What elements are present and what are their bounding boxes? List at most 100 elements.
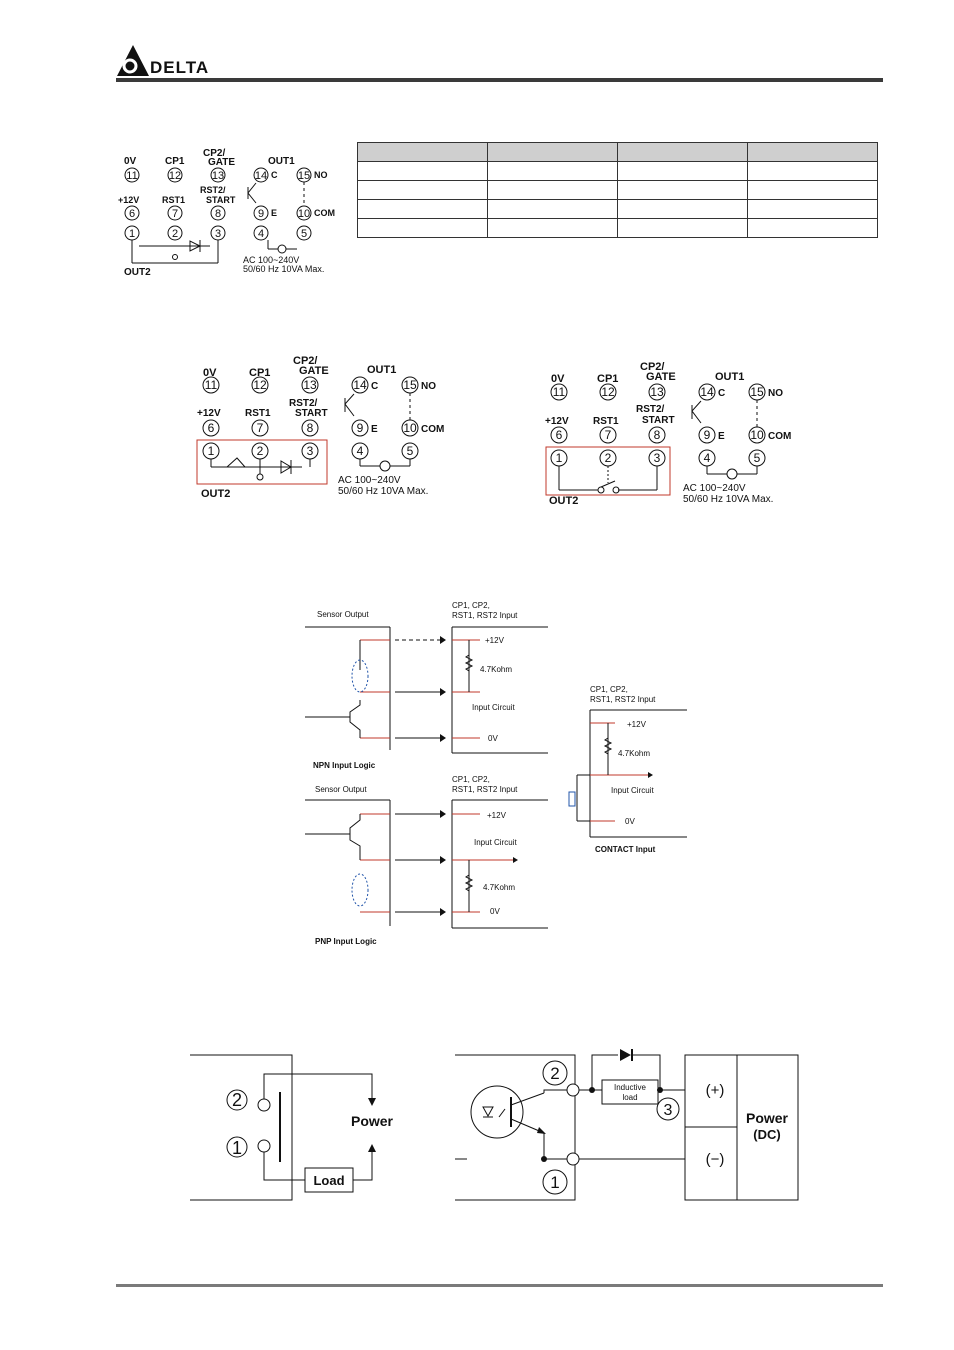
- ac-line-2: 50/60 Hz 10VA Max.: [683, 494, 773, 505]
- label-e: E: [271, 208, 277, 218]
- label-cp2: CP2/: [293, 355, 317, 367]
- label-12v: +12V: [197, 408, 221, 419]
- label-no: NO: [314, 170, 328, 180]
- term-11: 11: [126, 170, 137, 182]
- label-12v: +12V: [545, 416, 569, 427]
- relay-terminal-2-label: 2: [232, 1090, 242, 1110]
- term-4: 4: [704, 451, 711, 465]
- term-6: 6: [208, 421, 215, 435]
- label-e: E: [718, 431, 725, 442]
- label-e: E: [371, 424, 378, 435]
- term-8: 8: [654, 428, 661, 442]
- label-start: START: [295, 408, 328, 419]
- term-14: 14: [353, 378, 367, 392]
- ac-line-1: AC 100~240V: [683, 483, 746, 494]
- power-dc-line-2: (DC): [753, 1127, 780, 1142]
- table-row: [357, 218, 878, 238]
- label-cp2: CP2/: [203, 148, 225, 159]
- table-row: [357, 199, 878, 219]
- label-12v: +12V: [118, 195, 139, 205]
- label-c: C: [271, 170, 278, 180]
- npn-input-circuit-label: Input Circuit: [472, 703, 515, 712]
- label-out2: OUT2: [124, 267, 151, 278]
- label-rst2: RST2/: [200, 185, 226, 195]
- label-cp1: CP1: [165, 156, 185, 167]
- load-label: Load: [313, 1173, 344, 1188]
- npn-12v-label: +12V: [485, 636, 505, 645]
- label-start: START: [206, 195, 236, 205]
- contact-cp-line-2: RST1, RST2 Input: [590, 695, 656, 704]
- term-15: 15: [750, 385, 764, 399]
- delta-logo-icon: [117, 45, 149, 76]
- term-7: 7: [605, 428, 612, 442]
- term-13: 13: [303, 378, 317, 392]
- ac-line-2: 50/60 Hz 10VA Max.: [338, 486, 428, 497]
- term-6: 6: [556, 428, 563, 442]
- terminal-diagram-small: 0V CP1 CP2/ GATE OUT1 11 12 13 14 15 C N…: [118, 148, 335, 278]
- label-rst2: RST2/: [636, 404, 665, 415]
- label-out2: OUT2: [201, 488, 230, 500]
- label-rst2: RST2/: [289, 398, 318, 409]
- term-15: 15: [403, 378, 417, 392]
- dc-plus-label: (+): [706, 1082, 725, 1099]
- table-header-row: [357, 142, 878, 162]
- term-11: 11: [553, 385, 566, 399]
- term-9: 9: [704, 428, 711, 442]
- label-cp2: CP2/: [640, 361, 664, 373]
- term-7: 7: [172, 208, 178, 220]
- dc-terminal-1-label: 1: [550, 1173, 559, 1192]
- term-2: 2: [257, 444, 264, 458]
- label-gate: GATE: [646, 371, 676, 383]
- npn-cp-line-1: CP1, CP2,: [452, 601, 490, 610]
- label-rst1: RST1: [162, 195, 185, 205]
- term-10: 10: [750, 428, 764, 442]
- dc-terminal-2-label: 2: [550, 1064, 559, 1083]
- header-rule: [116, 78, 883, 82]
- ac-line-1: AC 100~240V: [243, 255, 299, 265]
- term-8: 8: [307, 421, 314, 435]
- term-6: 6: [129, 208, 135, 220]
- label-cp1: CP1: [249, 367, 270, 379]
- label-no: NO: [768, 388, 783, 399]
- pnp-logic-label: PNP Input Logic: [315, 937, 377, 946]
- terminal-diagram-relay: 0V CP1 CP2/ GATE OUT1 11 12 13 14 15 C N…: [545, 361, 791, 507]
- power-dc-line-1: Power: [746, 1110, 789, 1126]
- input-logic-diagram: Sensor Output CP1, CP2, RST1, RST2 Input…: [305, 601, 687, 946]
- table-row: [357, 161, 878, 181]
- contact-input-circuit-label: Input Circuit: [611, 786, 654, 795]
- term-2: 2: [605, 451, 612, 465]
- term-10: 10: [403, 421, 417, 435]
- npn-0v-label: 0V: [488, 734, 498, 743]
- term-12: 12: [253, 378, 267, 392]
- pnp-12v-label: +12V: [487, 811, 507, 820]
- label-gate: GATE: [299, 365, 329, 377]
- term-9: 9: [357, 421, 364, 435]
- term-4: 4: [357, 444, 364, 458]
- term-13: 13: [650, 385, 664, 399]
- ac-line-1: AC 100~240V: [338, 475, 401, 486]
- label-0v: 0V: [124, 156, 137, 167]
- label-rst1: RST1: [245, 408, 271, 419]
- term-5: 5: [301, 228, 307, 240]
- term-10: 10: [298, 208, 310, 220]
- term-14: 14: [255, 170, 267, 182]
- term-3: 3: [654, 451, 661, 465]
- term-9: 9: [258, 208, 264, 220]
- contact-resistor-label: 4.7Kohm: [618, 749, 650, 758]
- spec-table: [357, 142, 878, 238]
- term-12: 12: [169, 170, 181, 182]
- term-4: 4: [258, 228, 264, 240]
- npn-resistor-label: 4.7Kohm: [480, 665, 512, 674]
- npn-logic-label: NPN Input Logic: [313, 761, 376, 770]
- ac-line-2: 50/60 Hz 10VA Max.: [243, 264, 324, 274]
- label-com: COM: [421, 424, 444, 435]
- label-gate: GATE: [208, 157, 235, 168]
- label-out1: OUT1: [715, 371, 744, 383]
- npn-cp-line-2: RST1, RST2 Input: [452, 611, 518, 620]
- terminal-diagram-transistor: 0V CP1 CP2/ GATE OUT1 11 12 13 14 15 C N…: [196, 355, 444, 500]
- term-3: 3: [307, 444, 314, 458]
- term-12: 12: [601, 385, 615, 399]
- brand-name: DELTA: [150, 58, 210, 77]
- label-cp1: CP1: [597, 373, 618, 385]
- term-13: 13: [212, 170, 224, 182]
